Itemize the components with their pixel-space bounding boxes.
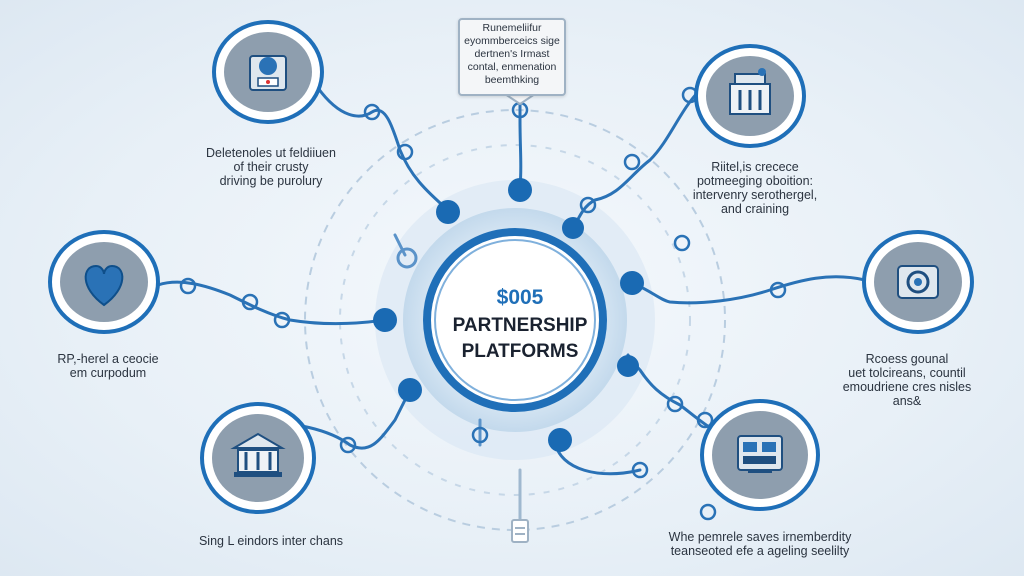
caption-mid-right: Rcoess gounal uet tolcireans, countil em… (842, 352, 972, 408)
node-top-left (212, 20, 324, 124)
connector-top-left (316, 86, 450, 212)
caption-bottom-right: Whe pemrele saves irnemberdity teanseote… (668, 530, 852, 558)
hub-title: PARTNERSHIP PLATFORMS (452, 315, 588, 362)
hub-dots (373, 178, 644, 452)
node-mid-right (862, 230, 974, 334)
connector-mid-left (156, 280, 387, 326)
bottom-marker (511, 519, 529, 543)
connector-top-right (573, 88, 702, 227)
connector-top (518, 94, 523, 187)
connectors (156, 86, 867, 522)
camera-icon (897, 265, 939, 299)
node-bottom-left (200, 402, 316, 514)
caption-top-left: Deletenoles ut feldiiuen of their crusty… (206, 146, 336, 188)
caption-bottom-left: Sing L eindors inter chans (198, 534, 344, 548)
printer-globe-icon (249, 55, 287, 91)
node-mid-left (48, 230, 160, 334)
connector-mid-right (630, 275, 867, 305)
dashboard-icon (737, 435, 783, 473)
building-chart-icon (729, 68, 771, 115)
hub (375, 180, 655, 460)
node-top-right (694, 44, 806, 148)
caption-top-right: Riitel,is crecece potmeeging oboition: i… (692, 160, 818, 216)
connector-left-stub (393, 233, 407, 257)
callout-text: Runemeliifur eyommberceics sige dertnen'… (464, 22, 560, 86)
caption-mid-left: RP,-herel a ceocie em curpodum (57, 352, 159, 380)
callout-box (458, 18, 566, 96)
node-bottom-right (700, 399, 820, 511)
hub-amount: $005 (496, 286, 544, 309)
bank-icon (230, 432, 286, 477)
hub-open-dots (396, 247, 418, 269)
guide-rings (304, 109, 726, 531)
heart-icon (84, 264, 124, 307)
